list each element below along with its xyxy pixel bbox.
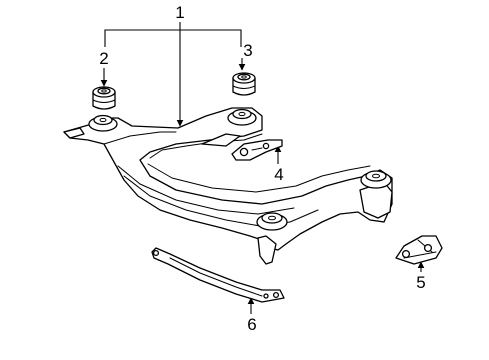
callout-4: 4: [274, 165, 283, 184]
leader-lines: [100, 22, 425, 314]
callout-1: 1: [175, 3, 184, 22]
callout-3: 3: [243, 41, 252, 60]
crossmember-inner-floor: [147, 163, 371, 193]
crossmember-front-flange: [63, 127, 85, 139]
crossmember-subframe: [63, 107, 393, 265]
callout-5: 5: [416, 273, 425, 292]
frame-mount-right: [360, 170, 392, 189]
leader-1-bracket: [104, 29, 242, 47]
crossmember-inner-edge: [149, 133, 263, 159]
crossmember-lower-tab: [257, 235, 277, 265]
frame-mount-left: [88, 114, 118, 132]
mount-part-5: [395, 235, 443, 265]
brace-part-6: [151, 247, 285, 303]
crossmember-rail-lower-2: [117, 165, 295, 215]
bushing-part-3: [232, 72, 256, 96]
frame-mount-front: [256, 212, 288, 231]
callout-6: 6: [247, 315, 256, 334]
frame-mount-rear: [227, 108, 257, 126]
callout-2: 2: [99, 49, 108, 68]
crossmember-rail-lower: [123, 175, 319, 227]
crossmember-left-arm: [103, 131, 177, 145]
bushing-part-2: [92, 86, 116, 110]
callout-labels: 1 2 3 4 5 6: [99, 3, 425, 334]
bracket-part-4: [231, 139, 283, 161]
crossmember-rear-brace: [201, 133, 241, 147]
